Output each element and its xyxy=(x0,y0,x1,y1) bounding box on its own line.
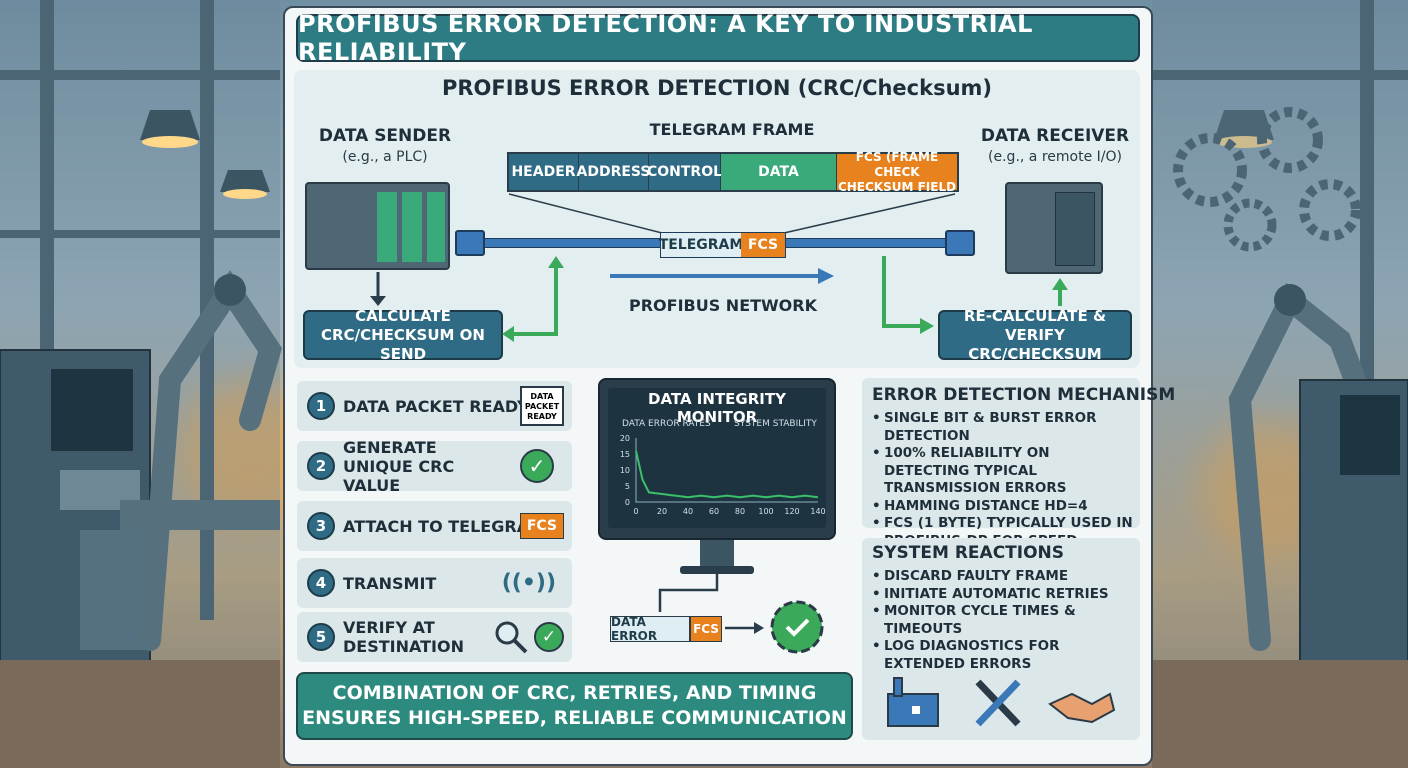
sender-connector xyxy=(455,230,485,256)
mechanism-title: ERROR DETECTION MECHANISM xyxy=(872,385,1176,405)
frame-field-fcs: FCS (FRAME CHECK CHECKSUM FIELD xyxy=(837,149,957,194)
x-tick-label: 20 xyxy=(657,507,667,516)
telegram-label: TELEGRAM xyxy=(659,233,743,257)
y-tick-label: 0 xyxy=(625,498,630,507)
step-number: 3 xyxy=(307,512,335,540)
diagram-title: PROFIBUS ERROR DETECTION (CRC/Checksum) xyxy=(441,76,993,100)
receiver-connector xyxy=(945,230,975,256)
step-4: 4 TRANSMIT ((•)) xyxy=(297,558,572,608)
mechanism-list: SINGLE BIT & BURST ERROR DETECTION 100% … xyxy=(872,410,1136,550)
step-number: 5 xyxy=(307,623,335,651)
step-label: VERIFY AT DESTINATION xyxy=(343,618,464,656)
error-chart: 20 15 10 5 00 20 40 60 80 100 120 140 xyxy=(620,434,826,516)
reactions-list: DISCARD FAULTY FRAME INITIATE AUTOMATIC … xyxy=(872,568,1136,673)
calculate-crc-box: CALCULATE CRC/CHECKSUM ON SEND xyxy=(303,307,503,363)
reaction-item: DISCARD FAULTY FRAME xyxy=(872,568,1136,586)
summary-banner: COMBINATION OF CRC, RETRIES, AND TIMING … xyxy=(296,672,853,740)
y-tick-label: 10 xyxy=(620,466,630,475)
monitor-screen xyxy=(608,388,826,528)
check-icon: ✓ xyxy=(520,449,554,483)
frame-field-control: CONTROL xyxy=(647,154,722,190)
data-packet-icon: DATA PACKET READY xyxy=(520,386,564,426)
frame-field-header: HEADER xyxy=(509,154,579,190)
x-tick-label: 120 xyxy=(784,507,799,516)
telegram-frame: HEADER ADDRESS CONTROL DATA FCS (FRAME C… xyxy=(507,149,959,194)
page-title: PROFIBUS ERROR DETECTION: A KEY TO INDUS… xyxy=(296,10,1140,66)
wrench-icon xyxy=(975,679,1021,727)
monitor-title: DATA INTEGRITY MONITOR xyxy=(648,390,786,426)
reaction-item: MONITOR CYCLE TIMES & TIMEOUTS xyxy=(872,603,1136,638)
x-tick-label: 80 xyxy=(735,507,745,516)
sender-label: DATA SENDER xyxy=(318,126,452,146)
x-tick-label: 140 xyxy=(810,507,825,516)
network-label: PROFIBUS NETWORK xyxy=(628,296,817,315)
frame-title: TELEGRAM FRAME xyxy=(649,120,815,139)
telegram-packet: TELEGRAM FCS xyxy=(659,232,786,258)
step-number: 1 xyxy=(307,392,335,420)
step-label: DATA PACKET READY xyxy=(343,396,529,416)
broadcast-icon: ((•)) xyxy=(501,570,556,596)
monitor-stand xyxy=(700,540,734,568)
fcs-tag: FCS xyxy=(519,513,564,539)
legend-system-stability: SYSTEM STABILITY xyxy=(734,419,817,429)
step-2: 2 GENERATE UNIQUE CRC VALUE ✓ xyxy=(297,438,572,495)
mechanism-item: HAMMING DISTANCE HD=4 xyxy=(872,498,1136,516)
sender-sub: (e.g., a PLC) xyxy=(342,149,428,165)
x-tick-label: 0 xyxy=(633,507,638,516)
reaction-item: LOG DIAGNOSTICS FOR EXTENDED ERRORS xyxy=(872,638,1136,673)
reaction-item: INITIATE AUTOMATIC RETRIES xyxy=(872,586,1136,604)
step-3: 3 ATTACH TO TELEGRAM FCS xyxy=(297,501,572,551)
check-icon: ✓ xyxy=(534,622,564,652)
x-tick-label: 60 xyxy=(709,507,719,516)
gear-check-icon xyxy=(770,600,824,654)
legend-error-rates: DATA ERROR RATES xyxy=(622,419,711,429)
y-tick-label: 15 xyxy=(620,450,630,459)
verify-crc-box: RE-CALCULATE & VERIFY CRC/CHECKSUM xyxy=(938,307,1132,363)
frame-field-data: DATA xyxy=(721,154,837,190)
plc-device xyxy=(305,182,450,270)
data-error-fcs: FCS xyxy=(690,616,722,642)
step-label: ATTACH TO TELEGRAM xyxy=(343,516,545,536)
reactions-title: SYSTEM REACTIONS xyxy=(872,543,1065,563)
magnifier-check-icon: ✓ xyxy=(492,618,564,656)
x-tick-label: 100 xyxy=(758,507,773,516)
y-tick-label: 20 xyxy=(620,434,630,443)
step-number: 4 xyxy=(307,569,335,597)
step-number: 2 xyxy=(307,452,335,480)
frame-field-address: ADDRESS xyxy=(577,154,650,190)
remote-io-device xyxy=(1005,182,1103,274)
step-label: TRANSMIT xyxy=(343,573,437,593)
step-1: 1 DATA PACKET READY DATA PACKET READY xyxy=(297,381,572,431)
series-line xyxy=(635,450,819,499)
y-tick-label: 5 xyxy=(625,482,630,491)
telegram-fcs: FCS xyxy=(741,233,785,257)
monitor-base xyxy=(680,566,754,574)
x-tick-label: 40 xyxy=(683,507,693,516)
chart-axes xyxy=(635,438,818,503)
handshake-icon xyxy=(1048,692,1116,724)
receiver-label: DATA RECEIVER xyxy=(980,126,1130,146)
step-5: 5 VERIFY AT DESTINATION ✓ xyxy=(297,612,572,662)
reaction-icons xyxy=(887,677,1116,727)
magnifier-icon xyxy=(495,621,528,654)
mechanism-item: 100% RELIABILITY ON DETECTING TYPICAL TR… xyxy=(872,445,1136,498)
data-error-label: DATA ERROR xyxy=(610,615,690,643)
receiver-sub: (e.g., a remote I/O) xyxy=(988,149,1122,165)
mechanism-item: SINGLE BIT & BURST ERROR DETECTION xyxy=(872,410,1136,445)
factory-icon xyxy=(887,677,939,727)
step-label: GENERATE UNIQUE CRC VALUE xyxy=(343,437,455,495)
